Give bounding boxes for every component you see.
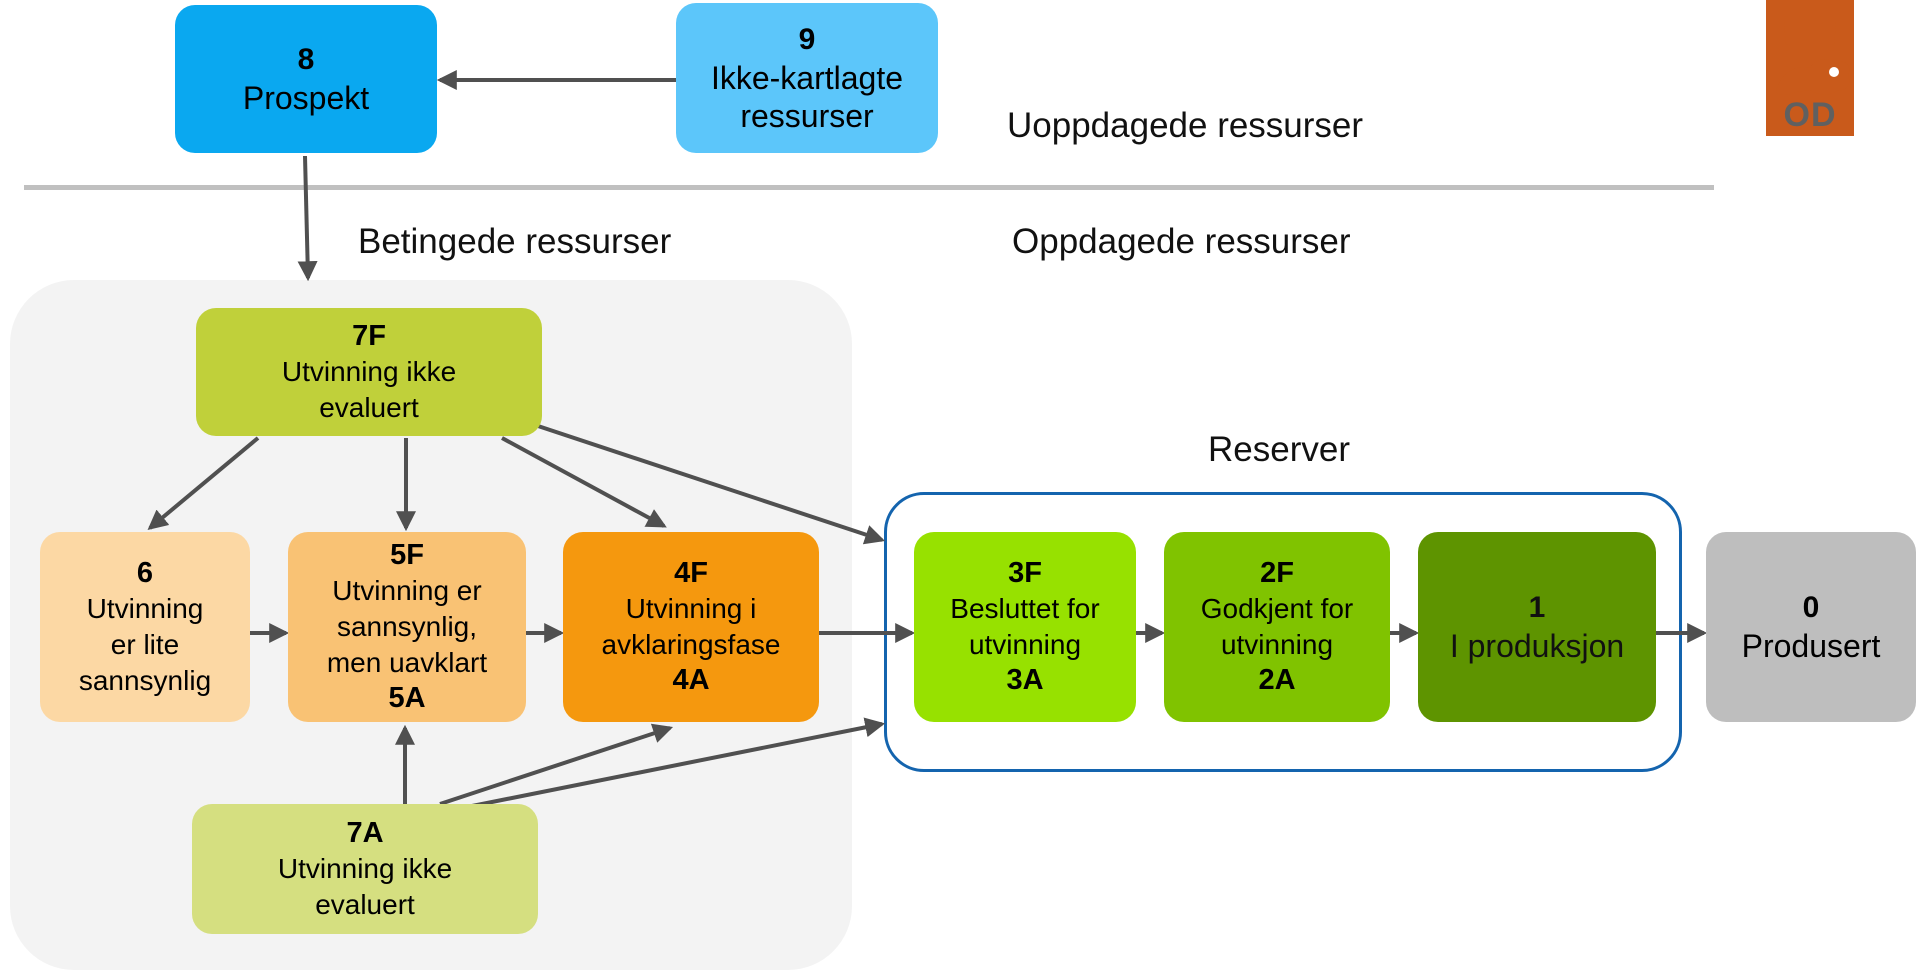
box-code: 9: [798, 23, 816, 56]
box-7a-not-evaluated: 7A Utvinning ikke evaluert: [192, 804, 538, 934]
box-code: 7F: [352, 319, 386, 352]
box-label: Prospekt: [242, 80, 370, 116]
heading-contingent: Betingede ressurser: [358, 222, 672, 261]
box-label: Utvinning ikke evaluert: [277, 852, 453, 920]
box-sub-code: 5A: [388, 682, 426, 714]
box-code: 0: [1802, 591, 1820, 624]
box-sub-code: 4A: [672, 664, 710, 696]
box-label: Godkjent for utvinning: [1200, 593, 1354, 660]
arrow-7a-to-reserves: [471, 717, 886, 808]
box-0-produced: 0 Produsert: [1706, 532, 1916, 722]
od-crown-lion-logo-icon: [1766, 0, 1854, 136]
box-5f-5a-likely-unclear: 5F Utvinning er sannsynlig, men uavklart…: [288, 532, 526, 722]
box-code: 5F: [390, 539, 424, 571]
arrow-7f-to-6: [147, 436, 260, 531]
box-code: 1: [1528, 591, 1546, 624]
box-6-unlikely: 6 Utvinning er lite sannsynlig: [40, 532, 250, 722]
box-label: Utvinning er sannsynlig, men uavklart: [326, 575, 488, 678]
box-label: Ikke-kartlagte ressurser: [710, 60, 904, 134]
box-label: Besluttet for utvinning: [950, 593, 1100, 660]
heading-undiscovered: Uoppdagede ressurser: [1007, 106, 1364, 145]
box-4f-4a-clarification: 4F Utvinning i avklaringsfase 4A: [563, 532, 819, 722]
box-code: 8: [297, 43, 315, 76]
box-label: Utvinning i avklaringsfase: [601, 593, 781, 660]
box-code: 2F: [1260, 557, 1294, 589]
box-sub-code: 2A: [1258, 664, 1296, 696]
heading-discovered: Oppdagede ressurser: [1012, 222, 1351, 261]
box-code: 6: [136, 556, 154, 589]
arrow-8-to-7f: [297, 155, 318, 282]
box-3f-3a-decided: 3F Besluttet for utvinning 3A: [914, 532, 1136, 722]
box-1-in-production: 1 I produksjon: [1418, 532, 1656, 722]
box-label: I produksjon: [1449, 628, 1625, 664]
box-code: 4F: [674, 557, 708, 589]
arrow-7a-to-4: [439, 723, 674, 806]
box-label: Utvinning er lite sannsynlig: [78, 592, 212, 696]
box-2f-2a-approved: 2F Godkjent for utvinning 2A: [1164, 532, 1390, 722]
box-7f-not-evaluated: 7F Utvinning ikke evaluert: [196, 308, 542, 436]
box-label: Produsert: [1741, 628, 1881, 664]
box-label: Utvinning ikke evaluert: [281, 355, 457, 423]
arrow-7f-to-4: [501, 436, 667, 528]
od-logo-text: OD: [1783, 96, 1837, 134]
heading-reserves: Reserver: [1208, 430, 1350, 469]
box-code: 7A: [346, 816, 384, 849]
arrow-7f-to-reserves: [537, 424, 886, 545]
box-9-unmapped-resources: 9 Ikke-kartlagte ressurser: [676, 3, 938, 153]
box-code: 3F: [1008, 557, 1042, 589]
divider-line: [24, 185, 1714, 190]
box-sub-code: 3A: [1006, 664, 1044, 696]
box-8-prospect: 8 Prospekt: [175, 5, 437, 153]
